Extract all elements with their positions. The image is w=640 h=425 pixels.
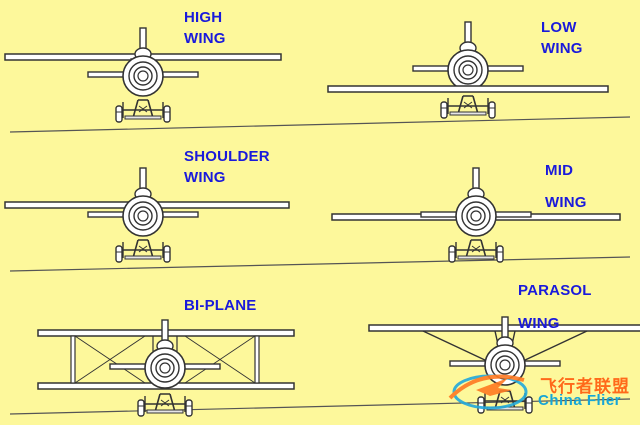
high-wing-aircraft: [4, 27, 282, 123]
label-mid-wing: MID WING: [545, 155, 587, 219]
shoulder-wing-aircraft: [4, 167, 290, 263]
low-wing-aircraft: [327, 21, 609, 119]
ground-line-bottom: [9, 398, 631, 415]
label-bi-plane-line1: BI-PLANE: [184, 297, 257, 314]
bi-plane-aircraft: [37, 319, 295, 417]
watermark-chinese: 飞行者联盟: [540, 377, 630, 397]
label-shoulder-wing: SHOULDER WING: [184, 146, 270, 188]
ground-line-top: [9, 116, 631, 133]
label-low-wing: LOW WING: [541, 17, 583, 59]
label-parasol-wing: PARASOL WING: [518, 274, 592, 340]
label-high-wing: HIGH WING: [184, 7, 226, 49]
label-parasol-wing-line1: PARASOL: [518, 282, 592, 299]
label-high-wing-line1: HIGH: [184, 9, 223, 26]
label-high-wing-line2: WING: [184, 30, 226, 47]
label-shoulder-wing-line2: WING: [184, 169, 226, 186]
parasol-wing-aircraft: [368, 316, 640, 414]
mid-wing-aircraft: [331, 167, 621, 263]
label-mid-wing-line1: MID: [545, 162, 574, 179]
plane-swoosh-icon: [448, 374, 528, 410]
label-bi-plane: BI-PLANE: [184, 295, 256, 316]
ground-line-middle: [9, 256, 631, 272]
label-mid-wing-line2: WING: [545, 194, 587, 211]
label-shoulder-wing-line1: SHOULDER: [184, 148, 270, 165]
label-low-wing-line1: LOW: [541, 19, 577, 36]
label-low-wing-line2: WING: [541, 40, 583, 57]
watermark-english: China Flier: [538, 392, 622, 409]
label-parasol-wing-line2: WING: [518, 315, 560, 332]
